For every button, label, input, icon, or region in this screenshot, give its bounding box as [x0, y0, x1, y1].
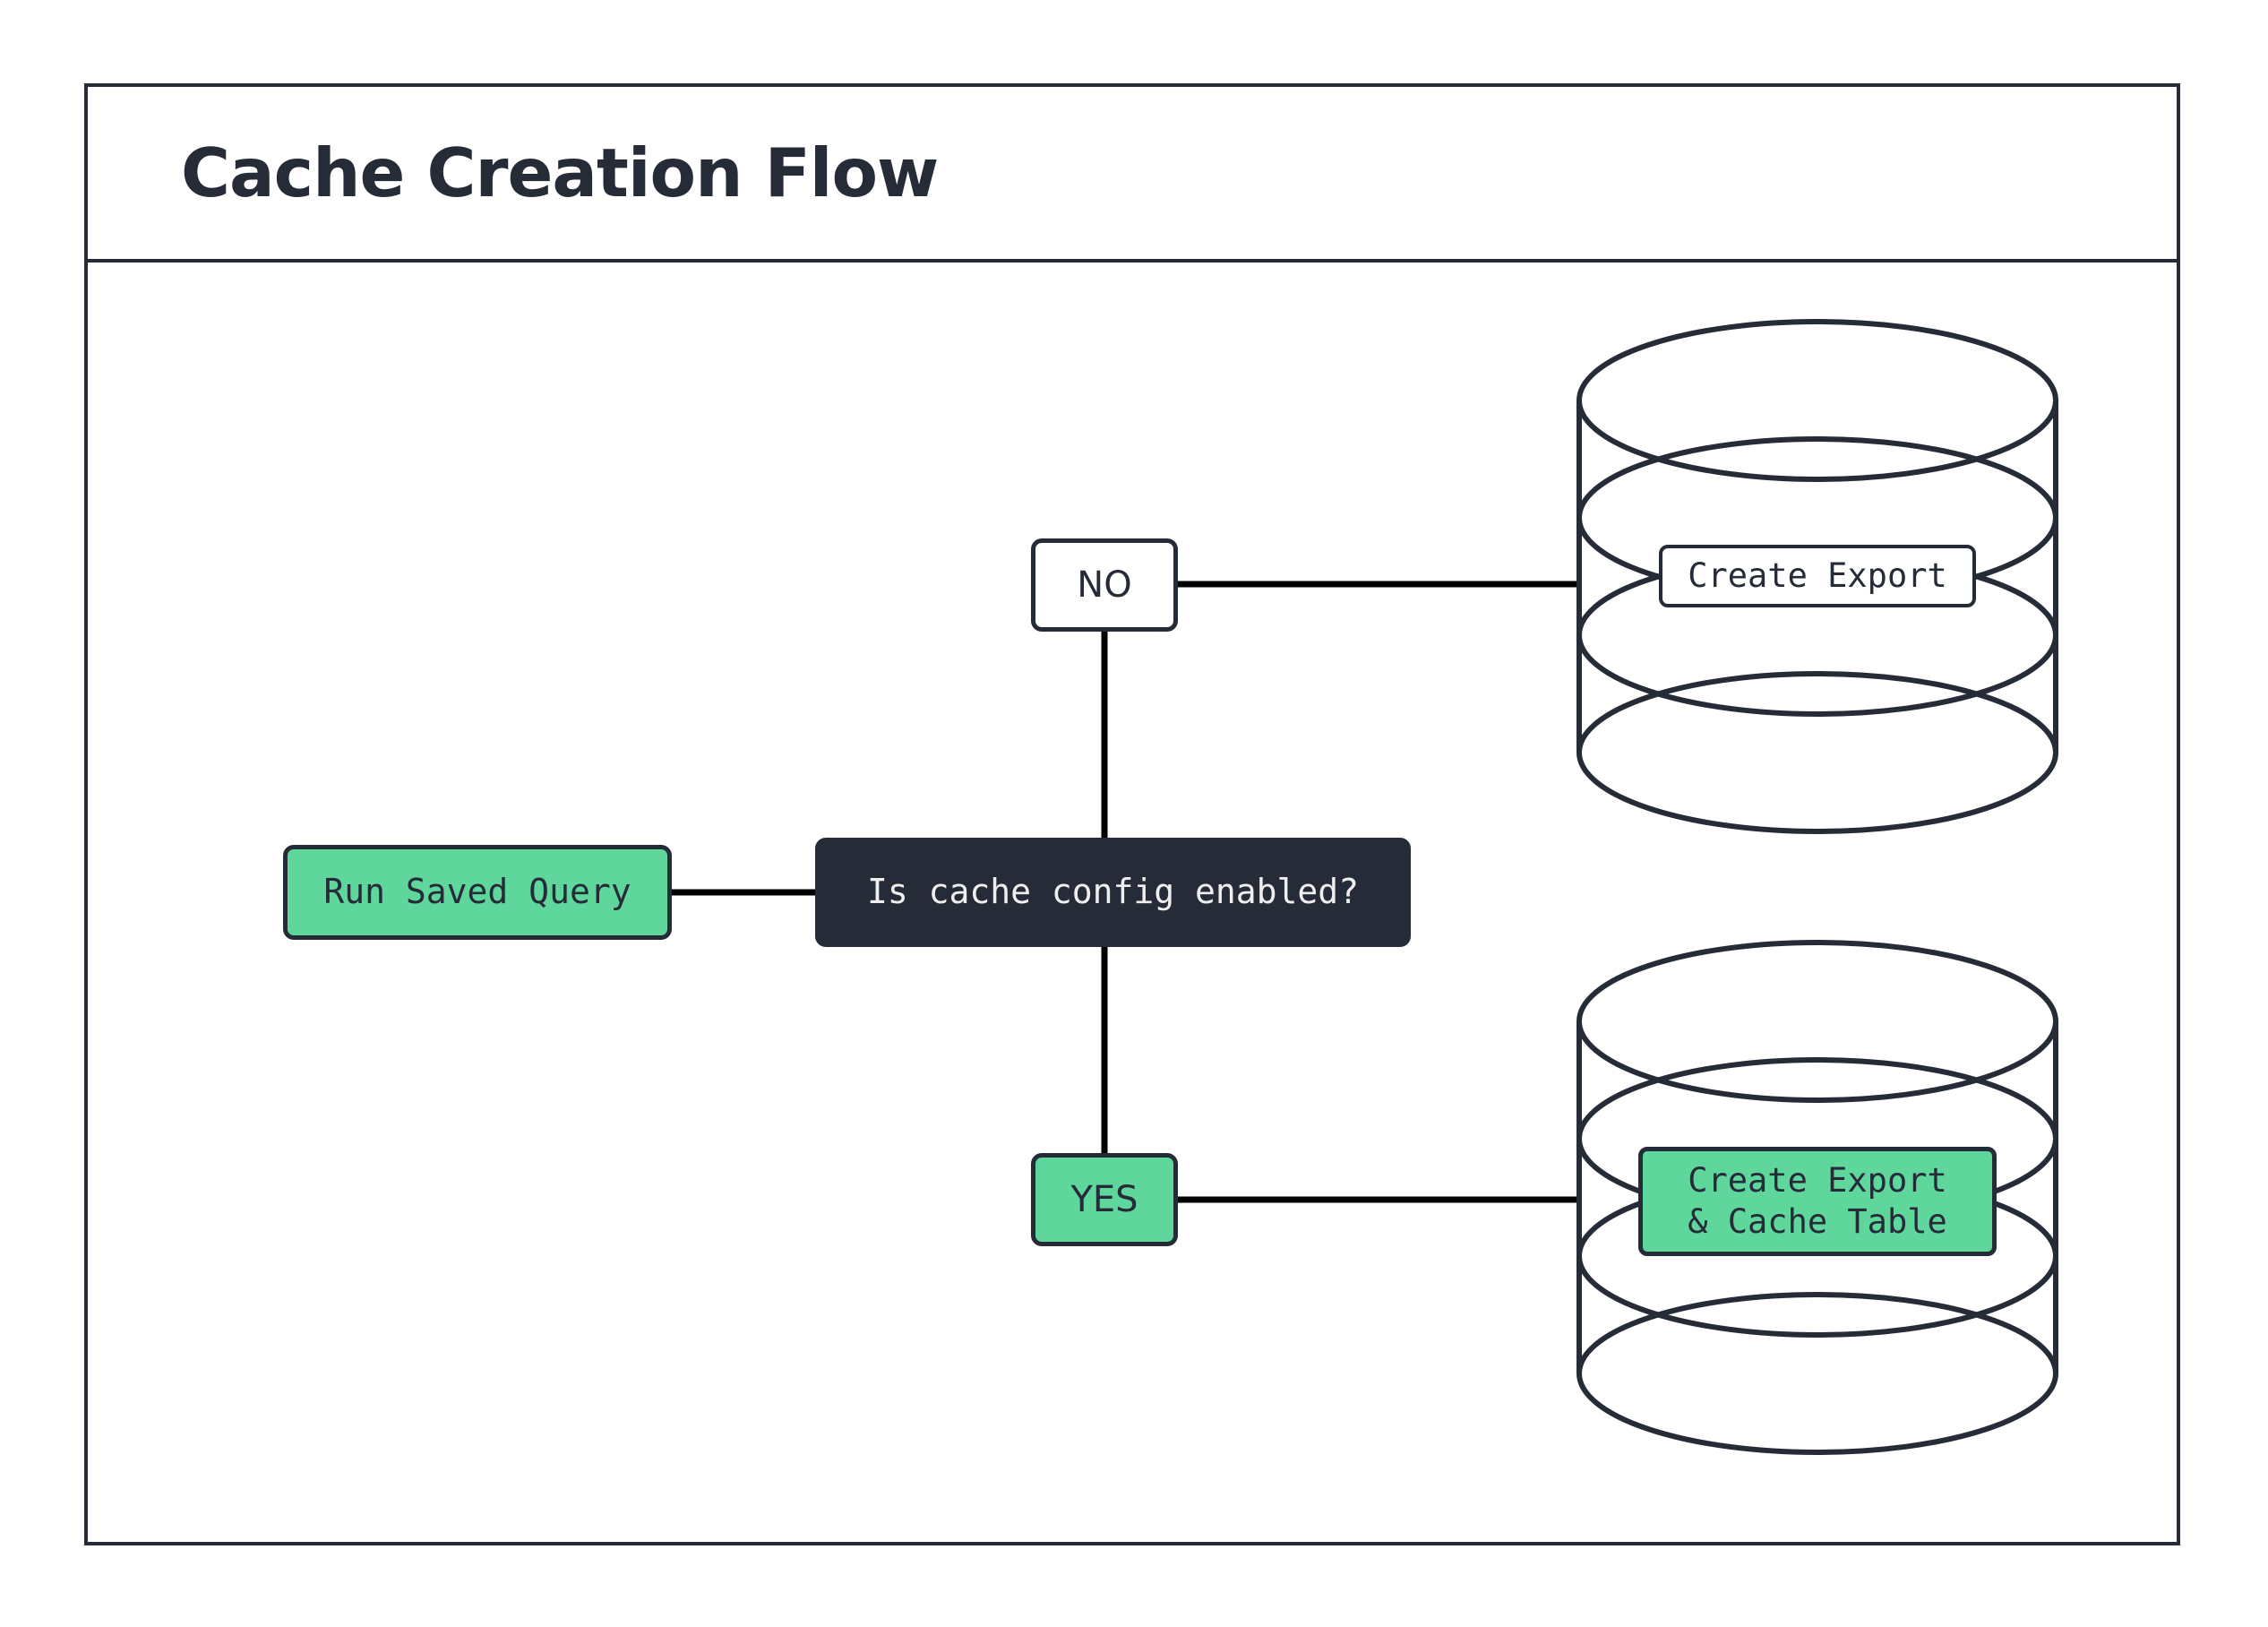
node-create-export[interactable]: Create Export: [1659, 545, 1976, 607]
node-create-export-and-cache-table[interactable]: Create Export & Cache Table: [1638, 1147, 1997, 1256]
page-title: Cache Creation Flow: [181, 133, 939, 212]
diagram-frame: Cache Creation Flow: [84, 83, 2180, 1545]
edge-label-yes[interactable]: YES: [1031, 1153, 1178, 1246]
node-decision-is-cache-config-enabled[interactable]: Is cache config enabled?: [815, 838, 1411, 947]
diagram-title-bar: [88, 87, 2177, 263]
edge-label-no[interactable]: NO: [1031, 538, 1178, 632]
node-run-saved-query[interactable]: Run Saved Query: [283, 845, 672, 940]
